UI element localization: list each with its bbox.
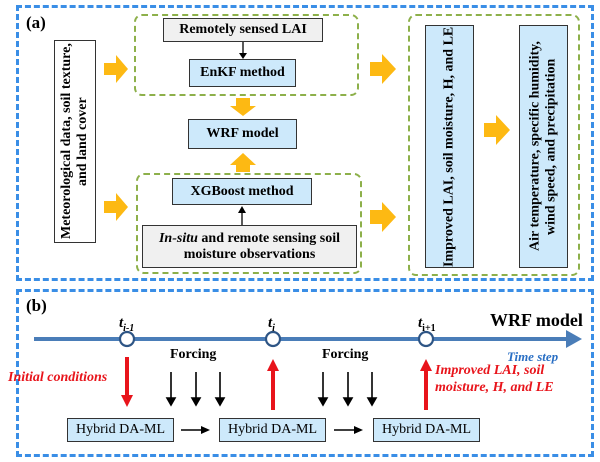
- wrf-model-box: WRF model: [188, 119, 297, 149]
- hybrid-arrow-1-head: [201, 426, 210, 434]
- improved-variables-label: Improved LAI, soil moisture, H, and LE: [435, 363, 554, 395]
- timeline-diagram: [34, 330, 582, 434]
- forcing-arrows-1: [165, 372, 226, 407]
- arrow-ml-to-wrf: [230, 153, 256, 172]
- update-arrow-2-head: [267, 359, 279, 371]
- lai-observation-box: Remotely sensed LAI: [163, 18, 323, 42]
- time-label-2: ti: [268, 315, 275, 334]
- soil-moisture-observation-box: In-situ and remote sensing soil moisture…: [142, 225, 357, 268]
- panel-a-arrows: [104, 42, 510, 232]
- time-label-1: ti-1: [119, 315, 135, 334]
- timeline-arrowhead: [566, 330, 582, 348]
- initial-conditions-label: Initial conditions: [8, 370, 108, 385]
- arrow-inputs-to-ml: [104, 193, 128, 221]
- enkf-box: EnKF method: [189, 59, 296, 87]
- hybrid-box-2: Hybrid DA-ML: [219, 418, 326, 442]
- hybrid-box-1: Hybrid DA-ML: [67, 418, 174, 442]
- time-node-3: [417, 330, 435, 348]
- arrow-obs-to-xgboost-head: [238, 206, 246, 213]
- in-situ-text: In-situ: [158, 230, 198, 246]
- enkf-text: EnKF method: [200, 65, 285, 80]
- hybrid-arrow-2-head: [354, 426, 363, 434]
- time-node-1: [118, 330, 136, 348]
- lai-observation-text: Remotely sensed LAI: [179, 22, 307, 37]
- forcing-arrows-2: [317, 372, 378, 407]
- timeline-title: WRF model: [490, 310, 583, 330]
- arrow-enkf-to-wrf: [230, 98, 256, 116]
- output-group: [408, 14, 580, 276]
- arrow-inputs-to-da: [104, 55, 128, 83]
- panel-b-label: (b): [26, 296, 47, 315]
- time-step-label: Time step: [507, 349, 559, 364]
- arrow-ml-to-improved: [370, 202, 396, 232]
- forcing-label-1: Forcing: [170, 347, 217, 362]
- forcing-label-2: Forcing: [322, 347, 369, 362]
- time-label-3: ti+1: [418, 315, 436, 334]
- wrf-model-text: WRF model: [206, 126, 279, 141]
- hybrid-box-3: Hybrid DA-ML: [373, 418, 480, 442]
- da-group: [134, 14, 359, 96]
- ml-group: [136, 173, 362, 274]
- arrow-da-to-improved: [370, 54, 396, 84]
- arrow-improved-to-outputs: [484, 115, 510, 145]
- update-arrow-3-head: [420, 359, 432, 371]
- initial-conditions-arrow-head: [121, 395, 133, 407]
- xgboost-text: XGBoost method: [190, 183, 294, 199]
- panel-a: [16, 5, 594, 281]
- arrow-lai-to-enkf-head: [239, 53, 247, 59]
- panel-b: [16, 289, 594, 457]
- xgboost-box: XGBoost method: [172, 178, 312, 205]
- sm-obs-rest-text: and remote sensing soil moisture observa…: [183, 230, 340, 262]
- soil-moisture-observation-text: In-situ and remote sensing soil moisture…: [147, 231, 352, 263]
- panel-a-label: (a): [26, 13, 46, 32]
- time-node-2: [264, 330, 282, 348]
